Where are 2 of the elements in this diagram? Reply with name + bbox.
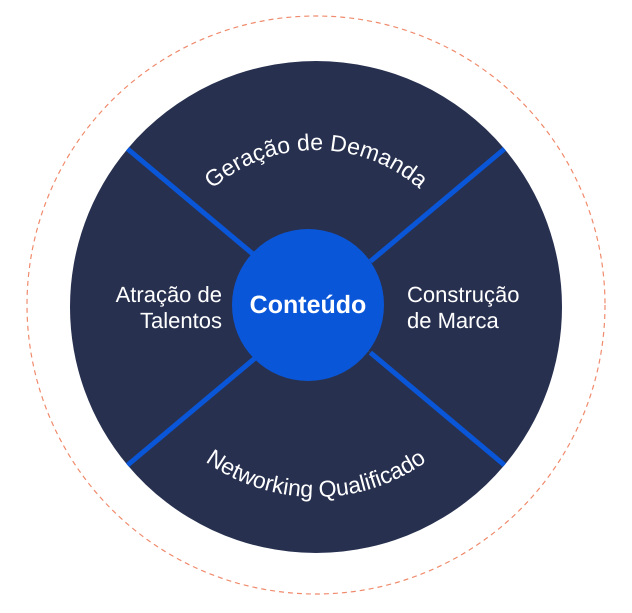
segment-label: Atração de Talentos [114, 282, 222, 334]
segment-label: Construção de Marca [407, 282, 521, 334]
